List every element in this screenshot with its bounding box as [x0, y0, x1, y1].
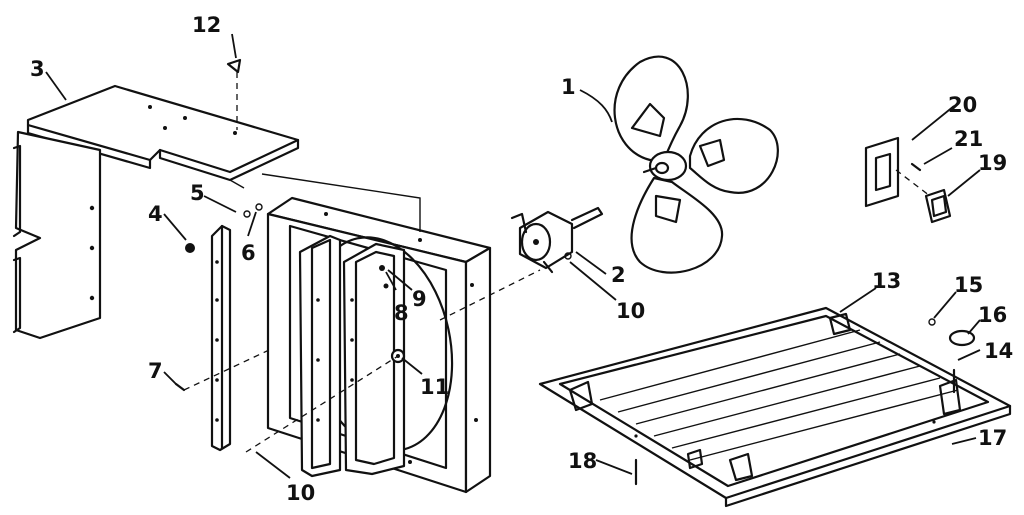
callout-labels: 1 2 3 4 5 6 7 8 9 10 10 11 12 13 14 15 1…	[30, 13, 1013, 505]
switch-plate-part	[864, 136, 952, 224]
callout-7: 7	[148, 359, 163, 383]
leader-lines	[45, 33, 981, 479]
callout-15: 15	[954, 273, 983, 297]
callout-6: 6	[241, 241, 256, 265]
callout-2: 2	[611, 263, 626, 287]
fan-blade-part	[613, 55, 779, 274]
callout-14: 14	[984, 339, 1013, 363]
nut-4-part	[185, 243, 195, 253]
callout-19: 19	[978, 151, 1007, 175]
drain-plug-part	[928, 318, 976, 347]
callout-5: 5	[190, 181, 205, 205]
callout-21: 21	[954, 127, 983, 151]
mounting-strip-part	[174, 203, 351, 452]
callout-10-lower: 10	[286, 481, 315, 505]
assembly-guide-lines	[229, 173, 421, 232]
callout-12: 12	[192, 13, 221, 37]
callout-20: 20	[948, 93, 977, 117]
fan-motor-part	[510, 206, 604, 274]
side-panel-part	[12, 130, 102, 340]
callout-4: 4	[148, 202, 163, 226]
motor-mount-brackets	[245, 234, 541, 478]
callout-1: 1	[561, 75, 576, 99]
callout-10-motor: 10	[616, 299, 645, 323]
callout-8: 8	[394, 301, 409, 325]
screw-12-part	[226, 58, 242, 130]
callout-9: 9	[412, 287, 427, 311]
callout-3: 3	[30, 57, 45, 81]
callout-13: 13	[872, 269, 901, 293]
callout-18: 18	[568, 449, 597, 473]
callout-17: 17	[978, 426, 1007, 450]
callout-11: 11	[420, 375, 449, 399]
callout-16: 16	[978, 303, 1007, 327]
base-pan-part	[538, 306, 1012, 508]
